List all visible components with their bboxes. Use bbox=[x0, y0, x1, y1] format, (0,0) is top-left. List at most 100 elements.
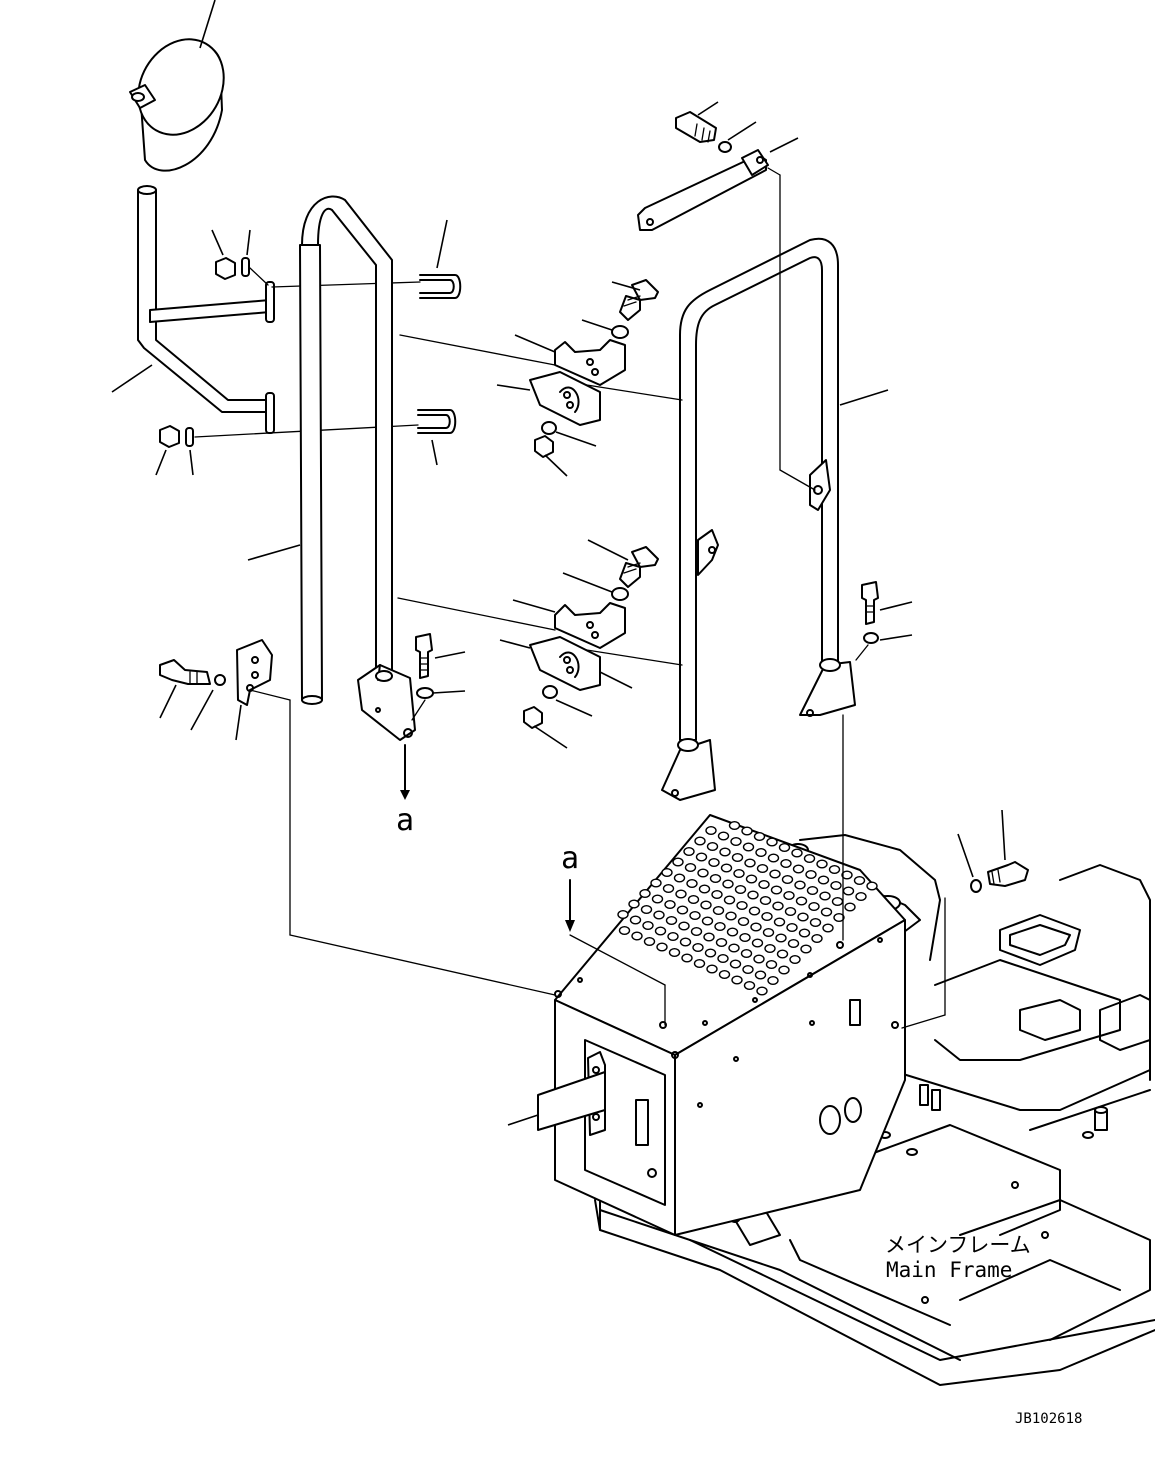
perforation-hole bbox=[679, 937, 692, 947]
perforation-hole bbox=[741, 826, 753, 836]
perforation-hole bbox=[733, 869, 745, 879]
perforation-hole bbox=[709, 874, 722, 884]
perforation-hole bbox=[722, 879, 734, 889]
perforation-hole bbox=[803, 854, 816, 864]
perforation-hole bbox=[792, 864, 805, 874]
perforation-hole bbox=[681, 953, 693, 963]
perforation-hole bbox=[767, 976, 779, 986]
perforation-hole bbox=[842, 886, 855, 896]
perforation-hole bbox=[762, 928, 775, 938]
perforation-hole bbox=[761, 912, 773, 922]
perforation-hole bbox=[723, 895, 736, 905]
perforation-hole bbox=[726, 927, 739, 937]
perforation-hole bbox=[784, 907, 797, 917]
perforation-hole bbox=[651, 894, 664, 904]
perforation-hole bbox=[750, 922, 762, 932]
perforation-hole bbox=[831, 897, 844, 907]
perforation-hole bbox=[806, 886, 819, 896]
perforation-hole bbox=[684, 863, 697, 873]
perforation-hole bbox=[664, 900, 676, 910]
main-frame-label-en: Main Frame bbox=[886, 1258, 1012, 1282]
perforation-hole bbox=[747, 890, 759, 900]
perforation-hole bbox=[653, 910, 665, 920]
perforation-hole bbox=[798, 928, 811, 938]
perforation-hole bbox=[695, 852, 708, 862]
perforation-hole bbox=[765, 960, 778, 970]
perforation-hole bbox=[758, 880, 770, 890]
perforation-hole bbox=[720, 863, 733, 873]
perforation-hole bbox=[736, 901, 748, 911]
perforation-hole bbox=[791, 848, 803, 858]
perforation-hole bbox=[725, 911, 737, 921]
perforation-hole bbox=[756, 864, 769, 874]
left-bracket bbox=[159, 639, 556, 996]
perforation-hole bbox=[811, 934, 823, 944]
perforation-hole bbox=[781, 875, 794, 885]
perforation-hole bbox=[629, 915, 642, 925]
perforation-hole bbox=[753, 832, 766, 842]
perforation-hole bbox=[742, 842, 755, 852]
perforation-hole bbox=[704, 948, 717, 958]
perforation-hole bbox=[698, 884, 711, 894]
pipe-clamp-lower bbox=[499, 539, 659, 749]
perforation-hole bbox=[844, 902, 856, 912]
perforation-hole bbox=[708, 858, 720, 868]
perforation-hole bbox=[769, 869, 781, 879]
perforation-hole bbox=[661, 868, 673, 878]
perforation-hole bbox=[853, 876, 866, 886]
perforation-hole bbox=[841, 870, 853, 880]
perforation-hole bbox=[706, 842, 719, 852]
perforation-hole bbox=[731, 853, 744, 863]
perforation-hole bbox=[719, 847, 731, 857]
mirror-nuts-upper bbox=[211, 229, 269, 286]
perforation-hole bbox=[797, 912, 809, 922]
perforation-hole bbox=[776, 949, 789, 959]
perforation-hole bbox=[820, 907, 833, 917]
perforation-hole bbox=[628, 899, 640, 909]
perforation-hole bbox=[742, 965, 754, 975]
perforation-hole bbox=[678, 921, 690, 931]
perforation-hole bbox=[668, 948, 681, 958]
perforation-hole bbox=[772, 901, 784, 911]
perforation-hole bbox=[737, 917, 750, 927]
perforation-hole bbox=[795, 896, 808, 906]
perforation-hole bbox=[740, 949, 753, 959]
perforation-hole bbox=[830, 881, 842, 891]
perforation-hole bbox=[778, 843, 791, 853]
perforation-hole bbox=[703, 932, 715, 942]
perforation-hole bbox=[755, 848, 767, 858]
perforation-hole bbox=[690, 927, 703, 937]
perforation-hole bbox=[828, 865, 841, 875]
perforation-hole bbox=[701, 916, 714, 926]
perforation-hole bbox=[705, 826, 717, 836]
perforation-hole bbox=[662, 884, 675, 894]
perforation-hole bbox=[693, 959, 706, 969]
perforation-hole bbox=[654, 926, 667, 936]
perforation-hole bbox=[728, 821, 741, 831]
drawing-number: JB102618 bbox=[1015, 1411, 1082, 1427]
perforation-hole bbox=[800, 944, 812, 954]
perforation-hole bbox=[689, 911, 701, 921]
perforation-hole bbox=[756, 986, 768, 996]
perforation-hole bbox=[639, 889, 651, 899]
perforation-hole bbox=[745, 874, 758, 884]
perforation-hole bbox=[656, 942, 668, 952]
perforation-hole bbox=[717, 831, 730, 841]
u-bolt-upper bbox=[271, 219, 462, 299]
perforation-hole bbox=[833, 913, 845, 923]
perforation-hole bbox=[770, 885, 783, 895]
perforation-hole bbox=[631, 931, 643, 941]
perforation-hole bbox=[753, 954, 765, 964]
handrail-foot-bolt-left bbox=[411, 633, 466, 721]
perforation-hole bbox=[759, 896, 772, 906]
perforation-hole bbox=[675, 889, 687, 899]
perforation-hole bbox=[764, 944, 776, 954]
perforation-hole bbox=[728, 943, 740, 953]
perforation-hole bbox=[780, 859, 792, 869]
box-enclosure bbox=[554, 814, 906, 1236]
perforation-hole bbox=[715, 938, 728, 948]
perforation-hole bbox=[734, 885, 747, 895]
perforation-hole bbox=[717, 954, 729, 964]
perforation-hole bbox=[855, 892, 867, 902]
